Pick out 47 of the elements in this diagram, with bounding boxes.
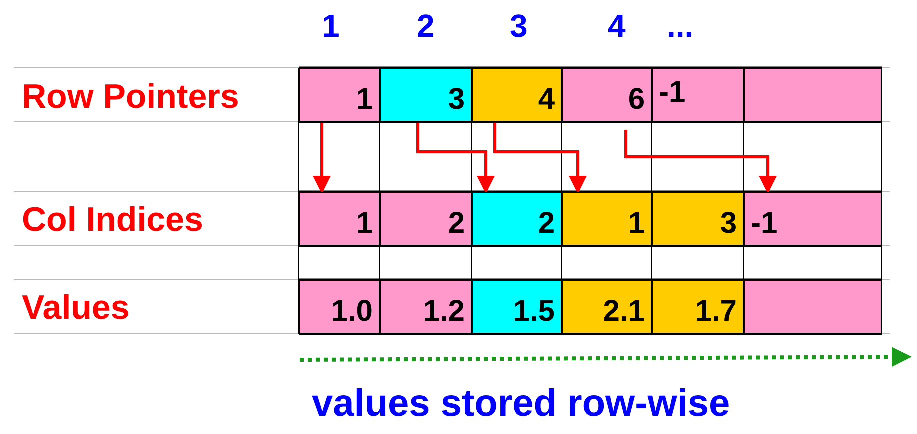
column-number: 3 bbox=[510, 8, 528, 45]
cell-value: 1 bbox=[628, 207, 645, 241]
table-cell bbox=[299, 68, 380, 122]
column-number: 4 bbox=[608, 8, 626, 45]
cell-value: 2.1 bbox=[603, 295, 645, 329]
table-cell bbox=[562, 280, 652, 334]
table-cell bbox=[744, 192, 882, 246]
cell-value: 2 bbox=[448, 207, 465, 241]
cell-value: 1 bbox=[356, 207, 373, 241]
table-cell bbox=[380, 192, 472, 246]
cell-value: 2 bbox=[538, 207, 555, 241]
arrow bbox=[624, 130, 777, 194]
arrow bbox=[494, 123, 587, 194]
table-cell bbox=[299, 192, 380, 246]
row-label: Col Indices bbox=[22, 201, 204, 240]
table-cell bbox=[562, 68, 652, 122]
cell-value: 3 bbox=[448, 83, 465, 117]
cell-value: -1 bbox=[659, 76, 686, 110]
table-cell bbox=[472, 68, 562, 122]
arrow bbox=[416, 123, 495, 194]
cell-value: 4 bbox=[538, 83, 555, 117]
arrow bbox=[313, 123, 331, 194]
table-cell bbox=[472, 192, 562, 246]
cell-value: 1.2 bbox=[423, 295, 465, 329]
cell-value: -1 bbox=[751, 207, 778, 241]
table-cell bbox=[380, 280, 472, 334]
cell-value: 1 bbox=[356, 83, 373, 117]
table-cell bbox=[380, 68, 472, 122]
cell-value: 1.5 bbox=[513, 295, 555, 329]
cell-value: 6 bbox=[628, 83, 645, 117]
caption-note: values stored row-wise bbox=[312, 383, 730, 426]
cell-value: 1.7 bbox=[695, 295, 737, 329]
table-cell bbox=[652, 68, 744, 122]
cell-value: 3 bbox=[720, 207, 737, 241]
table-cell bbox=[744, 68, 882, 122]
column-number: 1 bbox=[322, 8, 340, 45]
table-cell bbox=[652, 192, 744, 246]
table-cell bbox=[744, 280, 882, 334]
table-cell bbox=[472, 280, 562, 334]
table-cell bbox=[562, 192, 652, 246]
table-cell bbox=[299, 280, 380, 334]
ellipsis: ... bbox=[667, 8, 694, 45]
cell-value: 1.0 bbox=[331, 295, 373, 329]
column-number: 2 bbox=[417, 8, 435, 45]
row-label: Values bbox=[22, 289, 130, 328]
row-label: Row Pointers bbox=[22, 78, 240, 117]
table-cell bbox=[652, 280, 744, 334]
